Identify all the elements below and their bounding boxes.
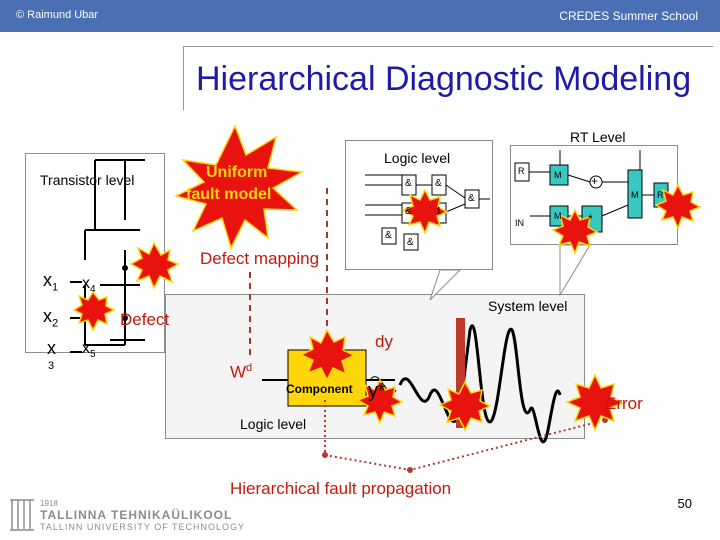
university-name-en: TALLINN UNIVERSITY OF TECHNOLOGY <box>40 522 246 532</box>
rt-in: IN <box>515 218 524 228</box>
x2-text: x <box>43 306 52 326</box>
defect-mapping-label: Defect mapping <box>200 249 320 268</box>
defect-label: Defect <box>120 310 170 329</box>
x3-sub-label: 3 <box>48 360 55 372</box>
defect-bursts <box>72 124 702 432</box>
university-logo-icon <box>10 499 34 531</box>
event-label: CREDES Summer School <box>559 9 698 23</box>
x2-sub: 2 <box>52 317 59 330</box>
gate-and-5: & <box>385 230 392 241</box>
wd-label: Wd <box>230 362 252 383</box>
rt-circuit <box>514 150 669 233</box>
wd-sup: d <box>246 362 253 374</box>
gate-and-1: & <box>405 178 412 189</box>
component-label: Component <box>286 382 353 396</box>
x4-text: x <box>82 275 90 292</box>
error-label: Error <box>605 394 643 413</box>
highlight-bar <box>456 318 465 428</box>
founding-year: 1918 <box>40 499 58 508</box>
rt-r2: R <box>657 190 664 200</box>
x2-label: x2 <box>43 306 58 330</box>
mapping-dashes <box>249 188 328 360</box>
page-title: Hierarchical Diagnostic Modeling <box>196 60 692 98</box>
hierarchical-fault-propagation-label: Hierarchical fault propagation <box>230 479 452 498</box>
header-bar: © Raimund Ubar CREDES Summer School <box>0 0 720 32</box>
rt-m1: M <box>554 170 562 180</box>
x1-label: x1 <box>43 270 58 294</box>
x5-sub: 5 <box>90 349 96 361</box>
title-frame <box>183 46 713 110</box>
system-level-label: System level <box>488 298 568 314</box>
rt-plus: + <box>591 174 599 188</box>
logic-level-bottom-label: Logic level <box>240 416 307 432</box>
gate-and-6: & <box>407 237 414 248</box>
gate-and-3: & <box>405 206 412 217</box>
gate-or-1: 1 <box>436 206 442 217</box>
transistor-circuit <box>70 159 145 353</box>
gate-and-2: & <box>435 178 442 189</box>
dy-label: dy <box>375 332 393 351</box>
x3-label: x <box>47 338 56 358</box>
wd-text: W <box>230 362 247 382</box>
x4-label: x4 <box>82 275 96 295</box>
system-panel <box>165 294 585 439</box>
gate-and-4: & <box>468 193 475 204</box>
rt-star: * <box>588 212 593 226</box>
x5-label: x5 <box>82 340 96 360</box>
page-number: 50 <box>677 496 692 511</box>
x5-text: x <box>82 340 90 357</box>
uniform-fault-model-line1: Uniform <box>206 164 268 181</box>
propagation-path <box>324 400 606 472</box>
x1-text: x <box>43 270 52 290</box>
uniform-fault-model-line2: fault model <box>186 186 272 203</box>
rt-m2: M <box>554 211 562 221</box>
logic-callout-tail <box>429 269 462 301</box>
university-name-et: TALLINNA TEHNIKAÜLIKOOL <box>40 508 233 522</box>
logic-panel <box>345 140 493 270</box>
rt-r1: R <box>518 166 525 176</box>
logic-level-label: Logic level <box>384 150 451 166</box>
system-waveform <box>398 324 562 444</box>
propagation-dots <box>322 417 608 473</box>
rt-m3: M <box>631 190 639 200</box>
y-star-label: y* <box>368 380 386 402</box>
rt-level-label: RT Level <box>570 129 626 145</box>
author-label: © Raimund Ubar <box>16 9 99 21</box>
x1-sub: 1 <box>52 281 59 294</box>
x4-sub: 4 <box>90 284 96 296</box>
transistor-level-label: Transistor level <box>40 172 135 188</box>
